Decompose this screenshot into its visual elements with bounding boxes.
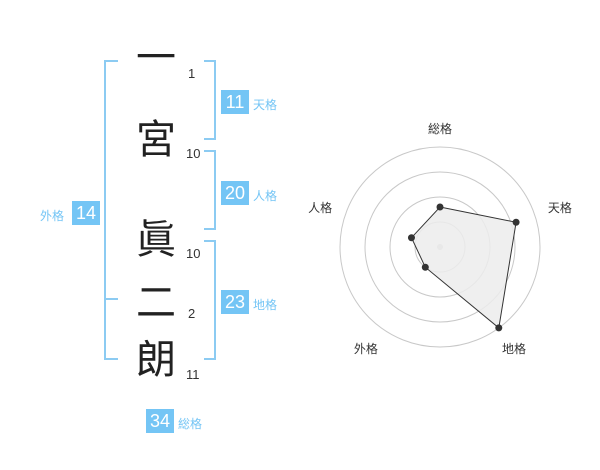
jinkaku-label: 人格 bbox=[253, 189, 278, 203]
name-char-1: 一 bbox=[136, 35, 176, 81]
stroke-count-5: 11 bbox=[186, 367, 200, 382]
tenkaku-value-badge: 11 bbox=[221, 90, 249, 114]
chikaku-value-badge: 23 bbox=[221, 290, 249, 314]
gaikaku-label: 外格 bbox=[40, 209, 65, 223]
radar-point-1 bbox=[436, 203, 444, 211]
radar-axis-label-4: 外格 bbox=[354, 341, 378, 356]
stroke-count-2: 10 bbox=[186, 146, 201, 161]
name-char-5: 朗 bbox=[136, 337, 176, 383]
radar-data-polygon bbox=[410, 206, 517, 329]
stroke-count-1: 1 bbox=[188, 66, 196, 81]
name-char-3: 眞 bbox=[136, 217, 176, 263]
jinkaku-bracket bbox=[204, 150, 216, 230]
radar-point-5 bbox=[407, 234, 415, 242]
radar-point-4 bbox=[421, 263, 429, 271]
radar-point-3 bbox=[495, 324, 503, 332]
radar-axis-label-1: 総格 bbox=[428, 121, 452, 136]
chikaku-label: 地格 bbox=[253, 298, 278, 312]
radar-axis-label-5: 人格 bbox=[308, 200, 332, 215]
gaikaku-value-badge: 14 bbox=[72, 201, 100, 225]
radar-point-2 bbox=[512, 218, 520, 226]
radar-axis-label-3: 地格 bbox=[502, 341, 526, 356]
name-char-4: 二 bbox=[136, 280, 176, 326]
radar-ring-3 bbox=[364, 171, 516, 323]
gaikaku-bracket bbox=[104, 60, 118, 360]
tenkaku-label: 天格 bbox=[253, 98, 278, 112]
gaikaku-divider bbox=[104, 298, 118, 300]
soukaku-value-badge: 34 bbox=[146, 409, 174, 433]
soukaku-label: 総格 bbox=[178, 417, 203, 431]
radar-axis-label-2: 天格 bbox=[548, 200, 572, 215]
chikaku-bracket bbox=[204, 240, 216, 360]
tenkaku-bracket bbox=[204, 60, 216, 140]
radar-ring-4 bbox=[339, 146, 541, 348]
stroke-count-3: 10 bbox=[186, 246, 201, 261]
name-char-2: 宮 bbox=[136, 117, 176, 163]
stroke-count-4: 2 bbox=[188, 306, 196, 321]
jinkaku-value-badge: 20 bbox=[221, 181, 249, 205]
